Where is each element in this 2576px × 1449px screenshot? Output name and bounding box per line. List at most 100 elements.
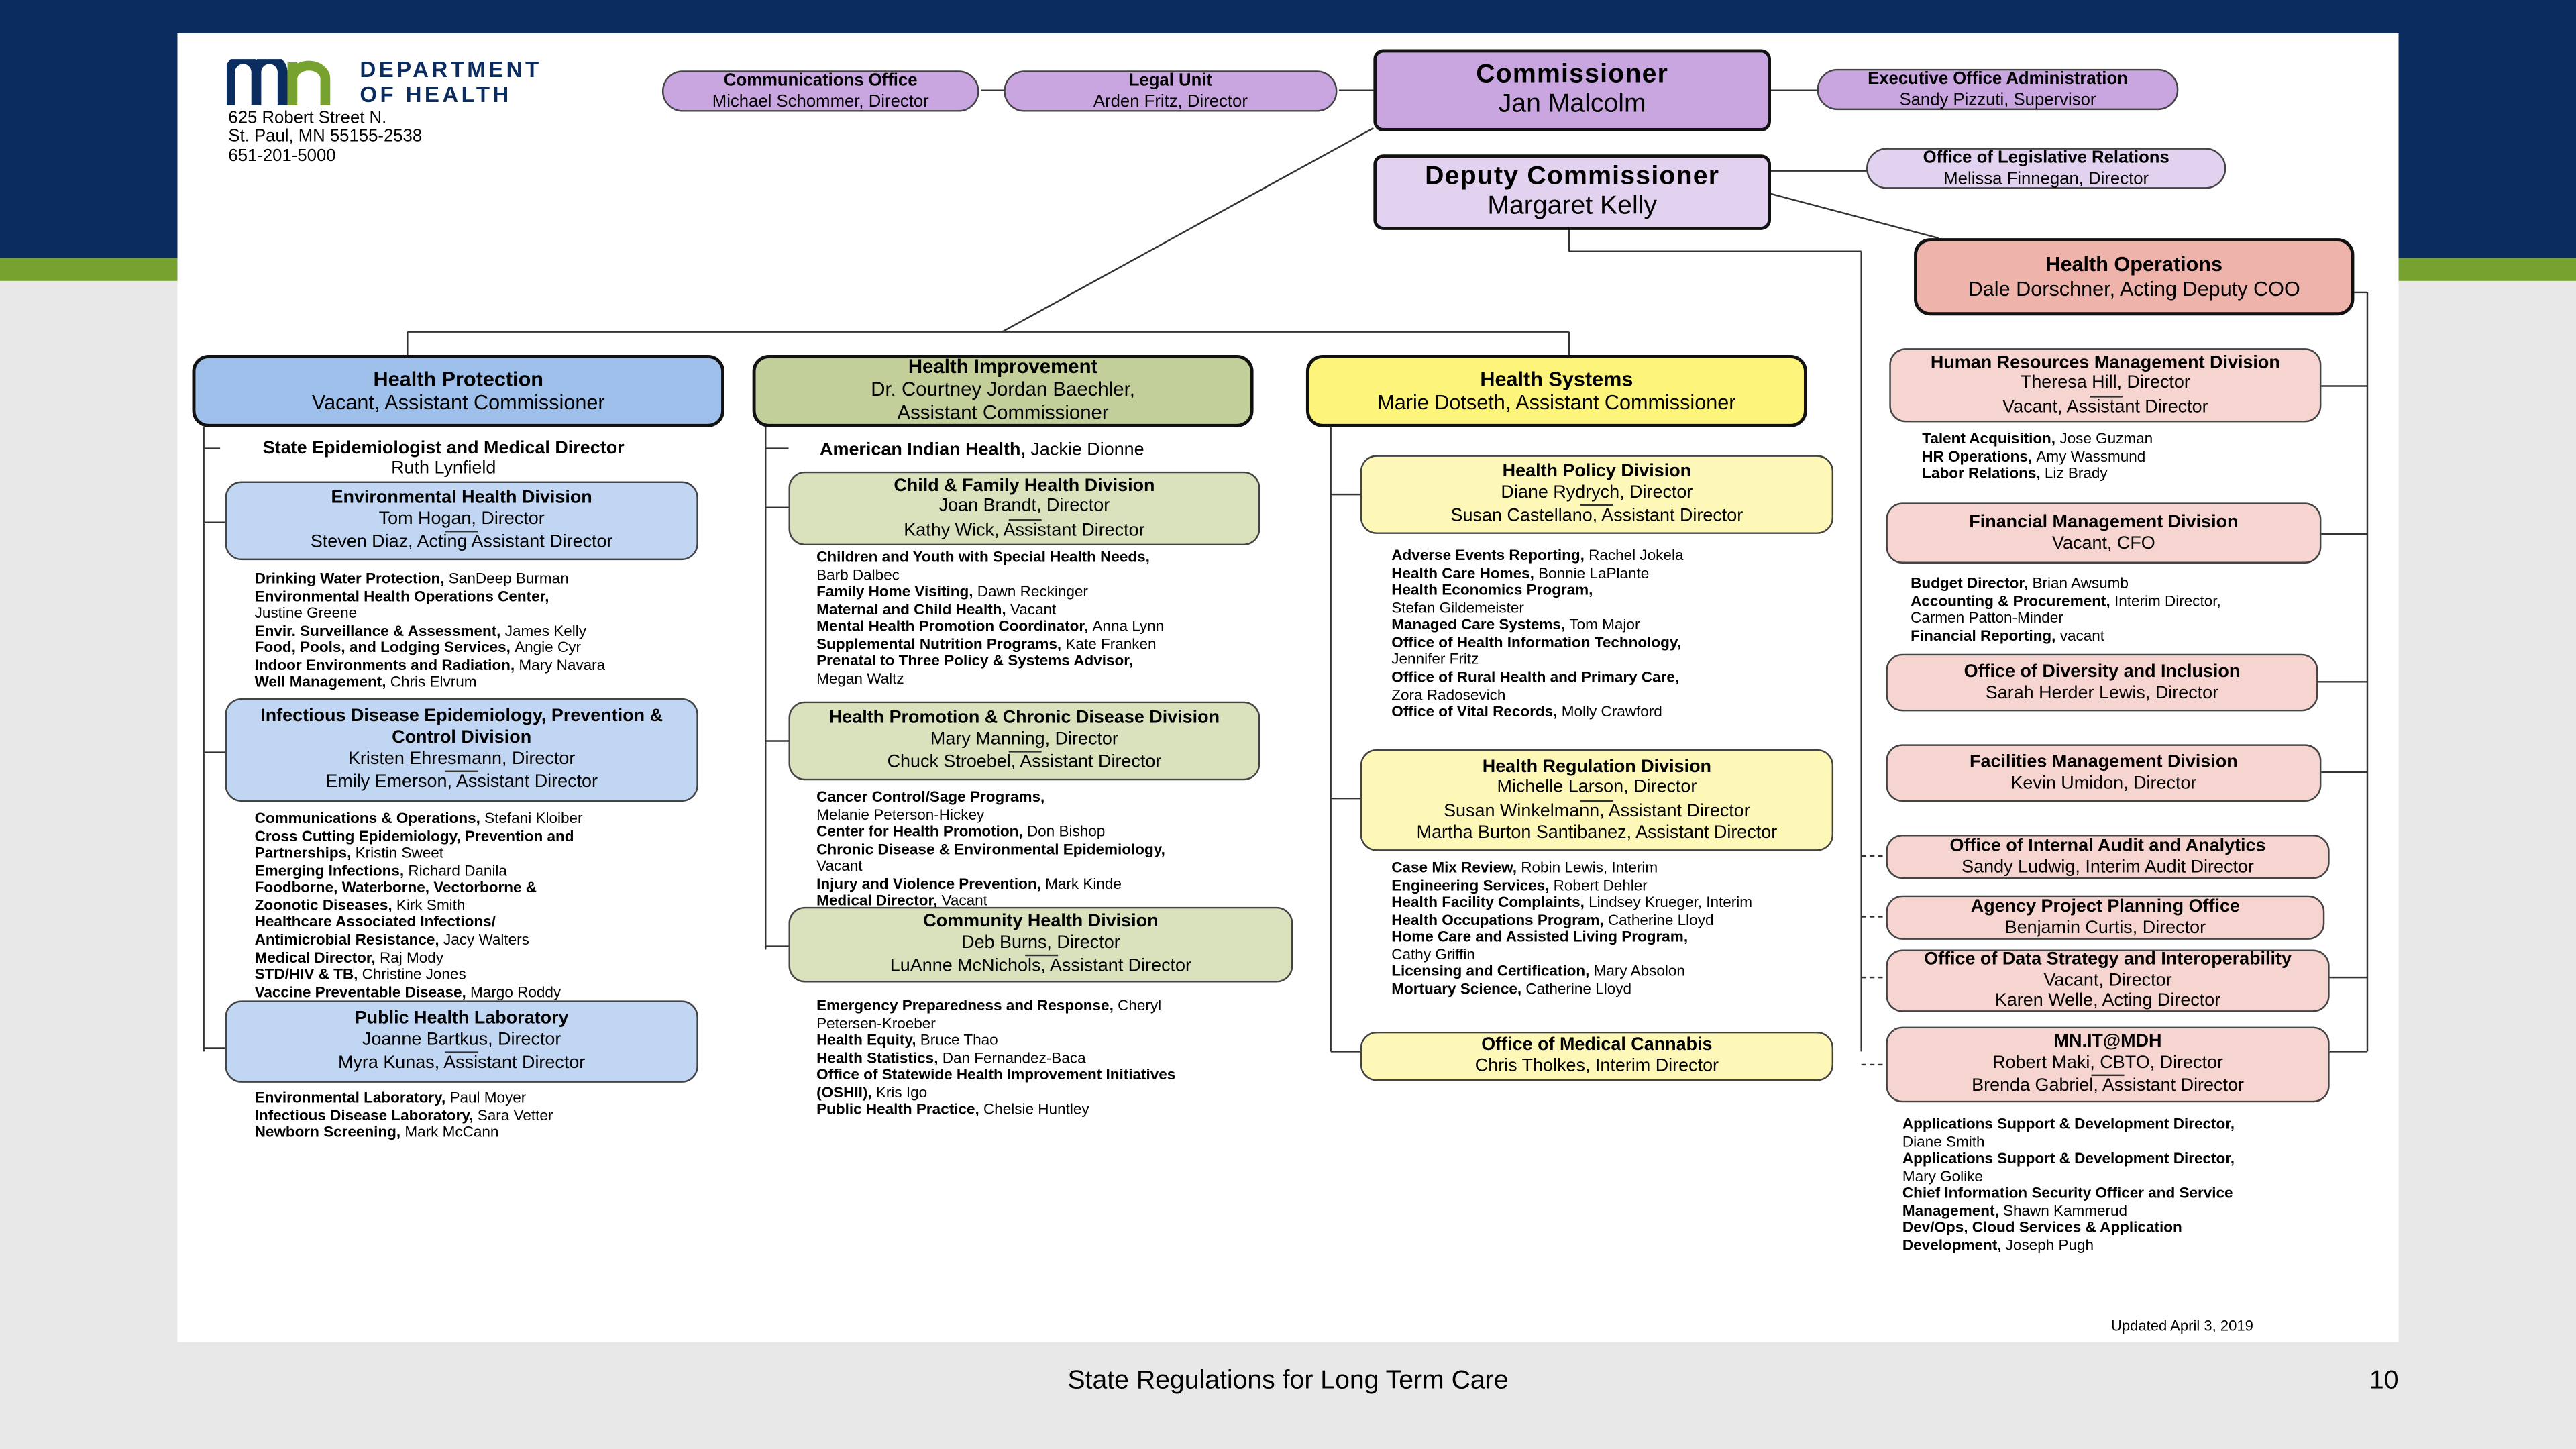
list-item: Health Statistics, Dan Fernandez-Baca (816, 1049, 1175, 1067)
list-item: Well Management, Chris Elvrum (255, 674, 606, 692)
list-item-person: Margo Roddy (470, 983, 561, 1000)
box-name: Chris Tholkes, Interim Director (1474, 1056, 1719, 1077)
box-title: Health Promotion & Chronic Disease Divis… (828, 708, 1220, 728)
list-item-person: SanDeep Burman (448, 570, 569, 587)
list-item: Petersen-Kroeber (816, 1014, 1175, 1032)
list-item: Accounting & Procurement, Interim Direct… (1911, 592, 2221, 610)
box-title: Communications Office (723, 71, 918, 91)
list-item-label: Center for Health Promotion, (816, 823, 1027, 840)
box-name: Vacant, Assistant Commissioner (311, 390, 605, 415)
list-item-person: Mary Navara (519, 657, 606, 674)
list-item-person: Brian Awsumb (2032, 575, 2129, 592)
human-resources-division-box: Human Resources Management Division Ther… (1889, 348, 2322, 423)
list-item-person: Vacant (1010, 600, 1057, 618)
list-item: Family Home Visiting, Dawn Reckinger (816, 584, 1164, 601)
list-item: Dev/Ops, Cloud Services & Application (1902, 1220, 2235, 1237)
list-item-person: Megan Waltz (816, 670, 904, 687)
public-health-laboratory-box: Public Health Laboratory Joanne Bartkus,… (225, 1000, 698, 1083)
list-item-label: Medical Director, (816, 892, 942, 910)
divider (1008, 519, 1041, 521)
list-item-person: Catherine Lloyd (1525, 981, 1631, 998)
list-item-label: Managed Care Systems, (1391, 616, 1570, 633)
list-item: Zora Radosevich (1391, 686, 1683, 704)
list-item-person: Vacant (816, 858, 863, 875)
box-assistant: Myra Kunas, Assistant Director (337, 1053, 586, 1073)
list-item-person: Stefan Gildemeister (1391, 599, 1524, 616)
list-item-person: Raj Mody (379, 949, 443, 966)
idepc-units-list: Communications & Operations, Stefani Klo… (255, 810, 583, 1001)
list-item: Engineering Services, Robert Dehler (1391, 877, 1752, 894)
list-item: Megan Waltz (816, 670, 1164, 688)
box-name-line2: Assistant Commissioner (897, 400, 1109, 424)
list-item-person: Bonnie LaPlante (1538, 564, 1650, 581)
box-name-2: Karen Welle, Acting Director (1994, 991, 2221, 1011)
list-item-person: Robin Lewis, Interim (1521, 859, 1658, 876)
health-operations-box: Health Operations Dale Dorschner, Acting… (1914, 238, 2355, 316)
facilities-management-box: Facilities Management Division Kevin Umi… (1886, 744, 2322, 802)
list-item-label: Supplemental Nutrition Programs, (816, 635, 1066, 652)
executive-office-box: Executive Office Administration Sandy Pi… (1817, 68, 2179, 111)
box-title: Legal Unit (1128, 71, 1213, 91)
footer-bar (0, 1342, 2576, 1449)
list-item-label: Zoonotic Diseases, (254, 896, 396, 914)
list-item-label: Chief Information Security Officer and S… (1902, 1185, 2233, 1201)
list-item-label: Applications Support & Development Direc… (1902, 1150, 2235, 1167)
list-item: Health Equity, Bruce Thao (816, 1032, 1175, 1049)
medical-cannabis-box: Office of Medical Cannabis Chris Tholkes… (1360, 1031, 1834, 1081)
box-name: Sandy Pizzuti, Supervisor (1899, 89, 2096, 109)
list-item-person: Chris Elvrum (390, 674, 477, 691)
list-item: Health Economics Program, (1391, 582, 1683, 599)
list-item-label: Talent Acquisition, (1922, 430, 2060, 447)
divider (445, 1052, 478, 1054)
list-item-label: HR Operations, (1922, 447, 2037, 465)
list-item-person: Christine Jones (362, 966, 466, 983)
list-item-label: Family Home Visiting, (816, 583, 977, 600)
box-title: Community Health Division (923, 912, 1159, 932)
list-item: HR Operations, Amy Wassmund (1922, 448, 2153, 466)
epi-title: State Epidemiologist and Medical Directo… (262, 438, 625, 459)
list-item: Talent Acquisition, Jose Guzman (1922, 431, 2153, 448)
list-item-label: Development, (1902, 1237, 2006, 1254)
list-item-label: Indoor Environments and Radiation, (254, 657, 519, 674)
list-item: Indoor Environments and Radiation, Mary … (255, 657, 606, 674)
box-director: Tom Hogan, Director (378, 508, 545, 529)
list-item: Communications & Operations, Stefani Klo… (255, 810, 583, 827)
list-item-person: Robert Dehler (1553, 876, 1648, 894)
box-name: Sandy Ludwig, Interim Audit Director (1962, 857, 2254, 877)
health-systems-box: Health Systems Marie Dotseth, Assistant … (1305, 354, 1807, 427)
box-assistant: Chuck Stroebel, Assistant Director (887, 753, 1162, 773)
commissioner-box: Commissioner Jan Malcolm (1373, 49, 1772, 131)
divider (1580, 504, 1613, 507)
list-item: Development, Joseph Pugh (1902, 1237, 2235, 1254)
box-assistant-1: Susan Winkelmann, Assistant Director (1444, 802, 1750, 822)
legal-unit-box: Legal Unit Arden Fritz, Director (1004, 70, 1338, 112)
list-item-label: Partnerships, (254, 845, 356, 861)
list-item-label: Injury and Violence Prevention, (816, 875, 1046, 892)
list-item: Office of Statewide Health Improvement I… (816, 1067, 1175, 1084)
list-item-label: Office of Health Information Technology, (1391, 634, 1681, 651)
list-item-label: Infectious Disease Laboratory, (254, 1106, 478, 1124)
list-item-label: Maternal and Child Health, (816, 600, 1010, 618)
community-health-units-list: Emergency Preparedness and Response, Che… (816, 998, 1175, 1119)
state-epidemiologist: State Epidemiologist and Medical Directo… (228, 439, 659, 478)
list-item: Health Facility Complaints, Lindsey Krue… (1391, 894, 1752, 912)
list-item: Melanie Peterson-Hickey (816, 806, 1165, 823)
list-item: Office of Health Information Technology, (1391, 634, 1683, 651)
health-improvement-box: Health Improvement Dr. Courtney Jordan B… (752, 354, 1254, 427)
list-item: Health Care Homes, Bonnie LaPlante (1391, 564, 1683, 582)
list-item: Cathy Griffin (1391, 946, 1752, 963)
list-item: Mary Golike (1902, 1168, 2235, 1185)
box-title: Office of Internal Audit and Analytics (1949, 836, 2266, 856)
list-item-label: Well Management, (254, 674, 390, 691)
financial-management-box: Financial Management Division Vacant, CF… (1886, 502, 2322, 564)
box-title: Office of Medical Cannabis (1481, 1035, 1713, 1056)
list-item-person: Kristin Sweet (355, 845, 443, 861)
list-item-person: Tom Major (1569, 616, 1640, 633)
box-title: Facilities Management Division (1970, 752, 2238, 772)
box-director: Joanne Bartkus, Director (362, 1029, 561, 1050)
logo-text-line2: OF HEALTH (360, 82, 512, 107)
list-item: Financial Reporting, vacant (1911, 627, 2221, 645)
list-item: Medical Director, Vacant (816, 893, 1165, 910)
box-assistant: Vacant, Assistant Director (2002, 397, 2208, 417)
